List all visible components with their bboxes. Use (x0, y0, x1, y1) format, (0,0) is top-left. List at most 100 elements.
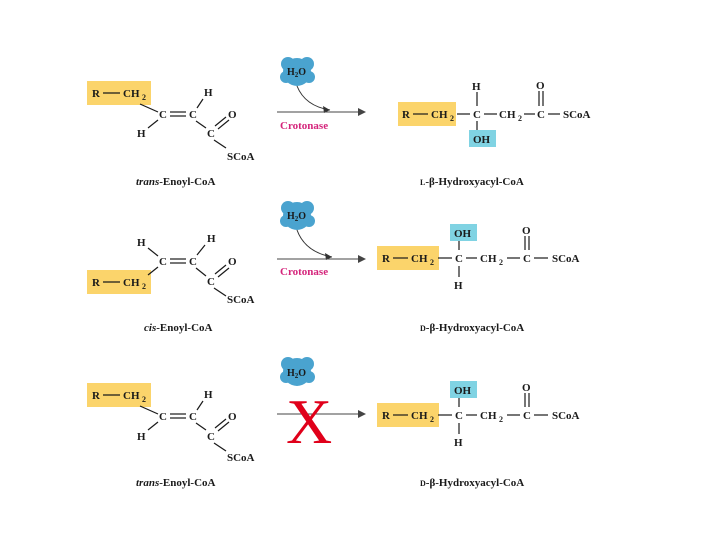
caption-suffix: -β-Hydroxyacyl-CoA (426, 477, 525, 489)
oxygen-label: O (228, 411, 237, 423)
bond (139, 103, 159, 113)
carbonyl-carbon-label: C (207, 431, 215, 443)
bond (147, 119, 159, 129)
double-bond (217, 267, 230, 278)
bond (195, 120, 207, 129)
subscript-two: 2 (450, 114, 454, 123)
water-molecule: H2O (280, 201, 315, 230)
alkene-carbon-label: C (189, 109, 197, 121)
bond (147, 266, 159, 276)
substrate-1: R CH 2 C C H H C O SCoA trans-Enoyl-CoA (87, 81, 255, 188)
alkene-carbon-label: C (189, 256, 197, 268)
oxygen-label: O (522, 382, 531, 394)
subscript-two: 2 (142, 282, 146, 291)
caption-prefix: D (420, 479, 426, 488)
hydroxyl-label: OH (473, 134, 491, 146)
water-label: H2O (287, 67, 306, 79)
product-caption: D-β-Hydroxyacyl-CoA (420, 322, 524, 334)
ch2-label: CH (411, 410, 428, 422)
substrate-caption: trans-Enoyl-CoA (136, 477, 216, 489)
subscript-two: 2 (430, 258, 434, 267)
blocked-reaction-x: X (286, 386, 332, 457)
caption-prefix: cis (144, 322, 156, 334)
bond (139, 405, 159, 415)
subscript-two: 2 (518, 114, 522, 123)
hydrogen-label: H (204, 87, 213, 99)
water-label: H2O (287, 368, 306, 380)
hydrogen-label: H (137, 237, 146, 249)
hydroxyl-highlight (469, 130, 496, 147)
product-caption: D-β-Hydroxyacyl-CoA (420, 477, 524, 489)
reaction-3: R CH 2 C C H H C O SCoA trans-Enoyl-CoA (87, 357, 580, 489)
carbonyl-carbon-label: C (523, 253, 531, 265)
water-molecule: H2O (280, 57, 315, 86)
ch2-label: CH (123, 390, 140, 402)
reaction-1: R CH 2 C C H H C O SCoA trans-Enoyl-CoA (87, 57, 591, 188)
caption-prefix: L (420, 178, 425, 187)
subscript-two: 2 (499, 415, 503, 424)
product-caption: L-β-Hydroxyacyl-CoA (420, 176, 524, 188)
bond (147, 421, 159, 431)
bond (196, 400, 204, 411)
bond (196, 98, 204, 109)
scoa-label: SCoA (552, 410, 580, 422)
bond (213, 442, 227, 452)
curved-arrow (296, 85, 331, 111)
hydrogen-label: H (454, 280, 463, 292)
bond (213, 139, 227, 149)
hydrogen-label: H (454, 437, 463, 449)
caption-prefix: trans (136, 176, 159, 188)
double-bond (217, 119, 230, 130)
subscript-two: 2 (142, 395, 146, 404)
water-label: H2O (287, 211, 306, 223)
double-bond (214, 418, 227, 429)
bond (196, 244, 206, 256)
bond (147, 247, 159, 257)
hydroxyl-label: OH (454, 228, 472, 240)
reaction-arrow-3: H2O X (277, 357, 366, 457)
curved-arrow (296, 229, 333, 258)
hydroxyl-highlight (450, 381, 477, 398)
bond (213, 287, 227, 297)
hydrogen-label: H (137, 431, 146, 443)
scoa-label: SCoA (227, 294, 255, 306)
r-group-label: R (382, 253, 391, 265)
product-2: R CH 2 C OH H CH 2 C O SCoA D-β-Hydroxya… (377, 224, 580, 334)
subscript-two: 2 (430, 415, 434, 424)
scoa-label: SCoA (227, 452, 255, 464)
ch2-label: CH (499, 109, 516, 121)
caption-suffix: -β-Hydroxyacyl-CoA (425, 176, 524, 188)
arrowhead (358, 410, 366, 418)
product-1: R CH 2 C H OH CH 2 C O SCoA L-β-Hydroxya… (398, 80, 591, 188)
hydroxyl-highlight (450, 224, 477, 241)
carbonyl-carbon-label: C (523, 410, 531, 422)
scoa-label: SCoA (552, 253, 580, 265)
ch2-label: CH (480, 253, 497, 265)
r-group-label: R (92, 390, 101, 402)
oxygen-label: O (228, 256, 237, 268)
reaction-2: H H C C R CH 2 C O SCoA cis-Enoyl-CoA (87, 201, 580, 334)
scoa-label: SCoA (227, 151, 255, 163)
double-bond (217, 421, 230, 432)
caption-prefix: D (420, 324, 426, 333)
caption-suffix: -Enoyl-CoA (159, 477, 215, 489)
ch2-label: CH (123, 88, 140, 100)
enzyme-label: Crotonase (280, 120, 328, 132)
ch2-label: CH (411, 253, 428, 265)
double-bond (214, 264, 227, 275)
scoa-label: SCoA (563, 109, 591, 121)
r-group-label: R (92, 277, 101, 289)
r-group-label: R (382, 410, 391, 422)
oxygen-label: O (522, 225, 531, 237)
substrate-caption: cis-Enoyl-CoA (144, 322, 213, 334)
ch2-label: CH (123, 277, 140, 289)
caption-prefix: trans (136, 477, 159, 489)
oxygen-label: O (228, 109, 237, 121)
water-molecule: H2O (280, 357, 315, 386)
subscript-two: 2 (499, 258, 503, 267)
beta-carbon-label: C (455, 253, 463, 265)
reaction-arrow-1: H2O Crotonase (277, 57, 366, 132)
hydrogen-label: H (472, 81, 481, 93)
